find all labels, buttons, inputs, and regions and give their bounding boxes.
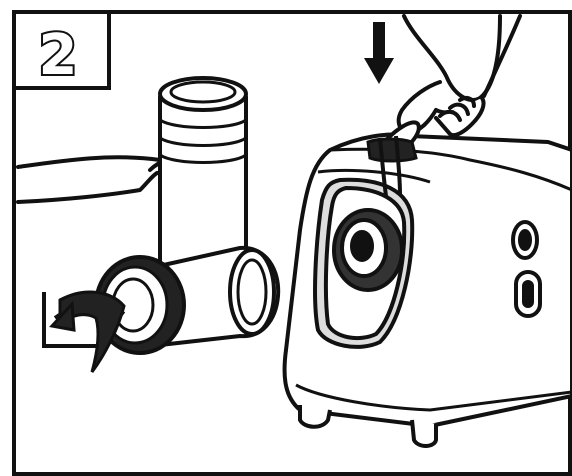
locking-ring: [94, 255, 186, 355]
step-number-box: 2: [12, 10, 111, 90]
rotate-arrow-icon: [42, 290, 126, 373]
motor-handle: [366, 135, 418, 197]
step-number: 2: [39, 23, 78, 88]
down-arrow-icon: [364, 22, 394, 84]
control-switches: [511, 220, 542, 318]
front-recess: [313, 177, 415, 349]
right-hand: [384, 14, 522, 154]
